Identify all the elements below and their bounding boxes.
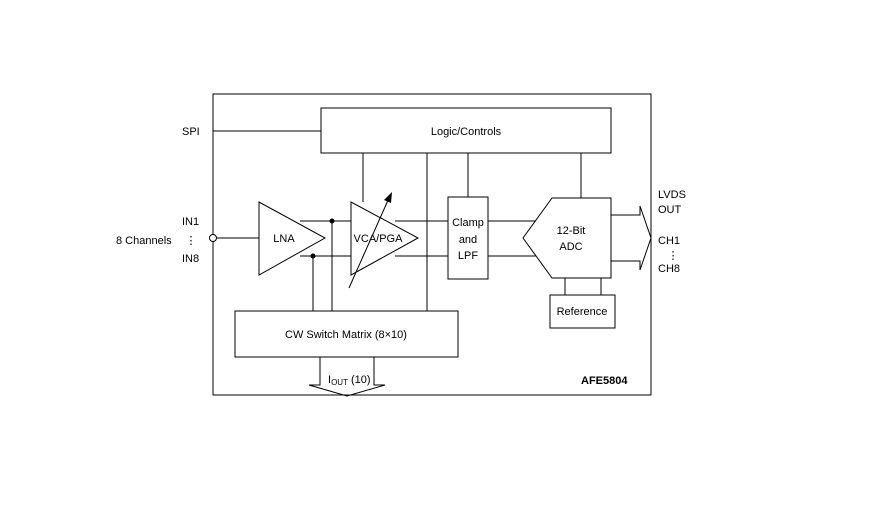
reference-block xyxy=(549,294,616,329)
logic-controls-label: Logic/Controls xyxy=(431,126,502,138)
ch1-label: CH1 xyxy=(658,235,680,247)
iout-arrow xyxy=(308,356,386,397)
input-pin-icon xyxy=(209,234,217,242)
part-number-label: AFE5804 xyxy=(581,375,628,387)
inputs-ellipsis: ⋮ xyxy=(186,235,197,247)
lna-label: LNA xyxy=(273,233,295,245)
junction-dot-bottom xyxy=(310,253,316,259)
clamp-label-line1: Clamp xyxy=(452,217,484,229)
gain-arrowhead-icon xyxy=(384,192,392,203)
ch8-label: CH8 xyxy=(658,263,680,275)
lvds-label-line2: OUT xyxy=(658,204,682,216)
channels-label: 8 Channels xyxy=(116,235,172,247)
chip-boundary xyxy=(212,93,652,396)
lvds-output-arrow xyxy=(610,205,652,271)
cw-switch-label: CW Switch Matrix (8×10) xyxy=(285,329,407,341)
junction-dot-top xyxy=(329,218,335,224)
spi-label: SPI xyxy=(182,126,200,138)
adc-block xyxy=(522,197,612,279)
clamp-label-line2: and xyxy=(459,234,477,246)
vca-gain-arrow xyxy=(348,197,390,289)
iout-label: IOUT (10) xyxy=(328,374,371,387)
outputs-ellipsis: ⋮ xyxy=(668,250,679,262)
lvds-label-line1: LVDS xyxy=(658,189,686,201)
vca-pga-amplifier xyxy=(350,201,420,276)
in8-label: IN8 xyxy=(182,253,199,265)
lna-amplifier xyxy=(258,201,327,276)
clamp-label-line3: LPF xyxy=(458,250,478,262)
vca-pga-label: VCA/PGA xyxy=(354,233,404,245)
in1-label: IN1 xyxy=(182,216,199,228)
reference-label: Reference xyxy=(557,306,608,318)
adc-label-line2: ADC xyxy=(559,241,582,253)
adc-label-line1: 12-Bit xyxy=(557,225,586,237)
